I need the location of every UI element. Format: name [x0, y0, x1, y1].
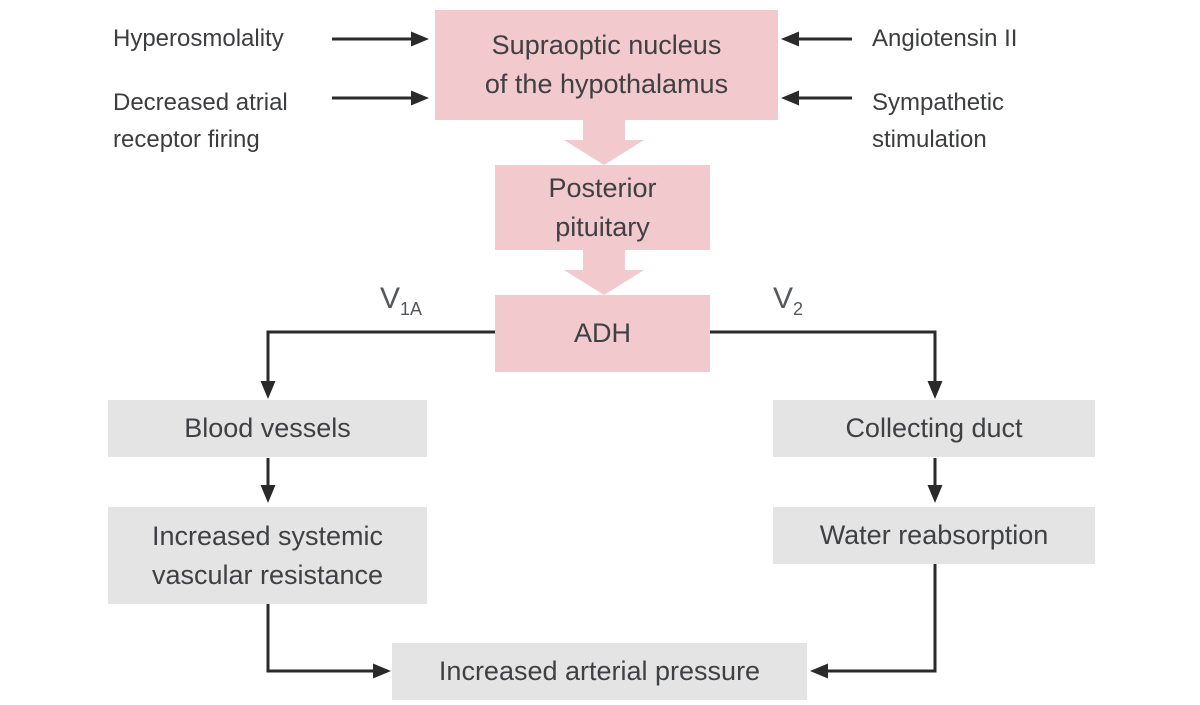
node-adh: ADH — [495, 295, 710, 372]
arrowhead-left-sympathetic — [781, 90, 799, 106]
receptor-v2-base: V — [773, 282, 794, 315]
label-angiotensin: Angiotensin II — [872, 20, 1017, 57]
node-increased-arterial-pressure: Increased arterial pressure — [392, 643, 807, 700]
node-posterior-line1: Posterior — [548, 172, 657, 203]
label-decreased-atrial-line1: Decreased atrial — [113, 89, 288, 116]
arrowhead-down-collecting-duct — [927, 381, 943, 399]
arrowhead-right-hyperosmolality — [411, 31, 429, 47]
label-sympathetic: Sympathetic stimulation — [872, 84, 1004, 158]
label-sympathetic-line1: Sympathetic — [872, 89, 1005, 116]
node-supraoptic-nucleus: Supraoptic nucleus of the hypothalamus — [435, 10, 778, 120]
node-increased-svr-line2: vascular resistance — [151, 559, 384, 590]
node-increased-svr-line1: Increased systemic — [151, 520, 384, 551]
label-hyperosmolality-text: Hyperosmolality — [113, 25, 284, 52]
node-posterior-line2: pituitary — [555, 211, 650, 242]
thin-arrows — [266, 37, 937, 673]
label-sympathetic-line2: stimulation — [872, 126, 987, 153]
node-collecting-duct: Collecting duct — [773, 400, 1095, 457]
label-hyperosmolality: Hyperosmolality — [113, 20, 284, 57]
node-increased-arterial-pressure-label: Increased arterial pressure — [438, 656, 761, 686]
receptor-v2-subscript: 2 — [793, 299, 804, 319]
elbow-svr-to-pressure — [266, 604, 376, 673]
node-water-reabsorption-label: Water reabsorption — [819, 520, 1049, 550]
node-blood-vessels-label: Blood vessels — [184, 413, 351, 443]
node-blood-vessels: Blood vessels — [108, 400, 427, 457]
node-water-reabsorption: Water reabsorption — [773, 507, 1095, 564]
pink-block-arrows — [564, 118, 644, 295]
arrowhead-left-pressure — [810, 663, 828, 679]
block-arrow-pituitary-to-adh — [564, 248, 644, 295]
label-angiotensin-text: Angiotensin II — [872, 25, 1018, 52]
arrowhead-right-pressure — [373, 663, 391, 679]
label-receptor-v1a: V1A — [380, 284, 422, 324]
node-supraoptic-line2: of the hypothalamus — [484, 69, 729, 99]
receptor-v1a-base: V — [380, 282, 401, 315]
elbow-adh-to-blood-vessels — [266, 330, 495, 384]
arrowhead-down-svr — [260, 485, 276, 503]
block-arrow-supraoptic-to-pituitary — [564, 118, 644, 165]
arrowhead-left-angiotensin — [781, 31, 799, 47]
node-adh-label: ADH — [573, 318, 631, 348]
arrowhead-right-decreased-atrial — [411, 90, 429, 106]
node-collecting-duct-label: Collecting duct — [845, 413, 1023, 443]
arrowhead-down-blood-vessels — [260, 381, 276, 399]
label-decreased-atrial-line2: receptor firing — [113, 126, 260, 153]
label-decreased-atrial: Decreased atrial receptor firing — [113, 84, 288, 158]
elbow-water-to-pressure — [824, 564, 937, 673]
label-receptor-v2: V2 — [773, 284, 803, 324]
receptor-v1a-subscript: 1A — [400, 299, 423, 319]
arrowheads — [260, 31, 943, 679]
node-supraoptic-line1: Supraoptic nucleus — [491, 30, 722, 60]
node-increased-svr: Increased systemic vascular resistance — [108, 507, 427, 604]
elbow-adh-to-collecting-duct — [710, 330, 937, 384]
node-posterior-pituitary: Posterior pituitary — [495, 165, 710, 250]
arrowhead-down-water — [927, 485, 943, 503]
